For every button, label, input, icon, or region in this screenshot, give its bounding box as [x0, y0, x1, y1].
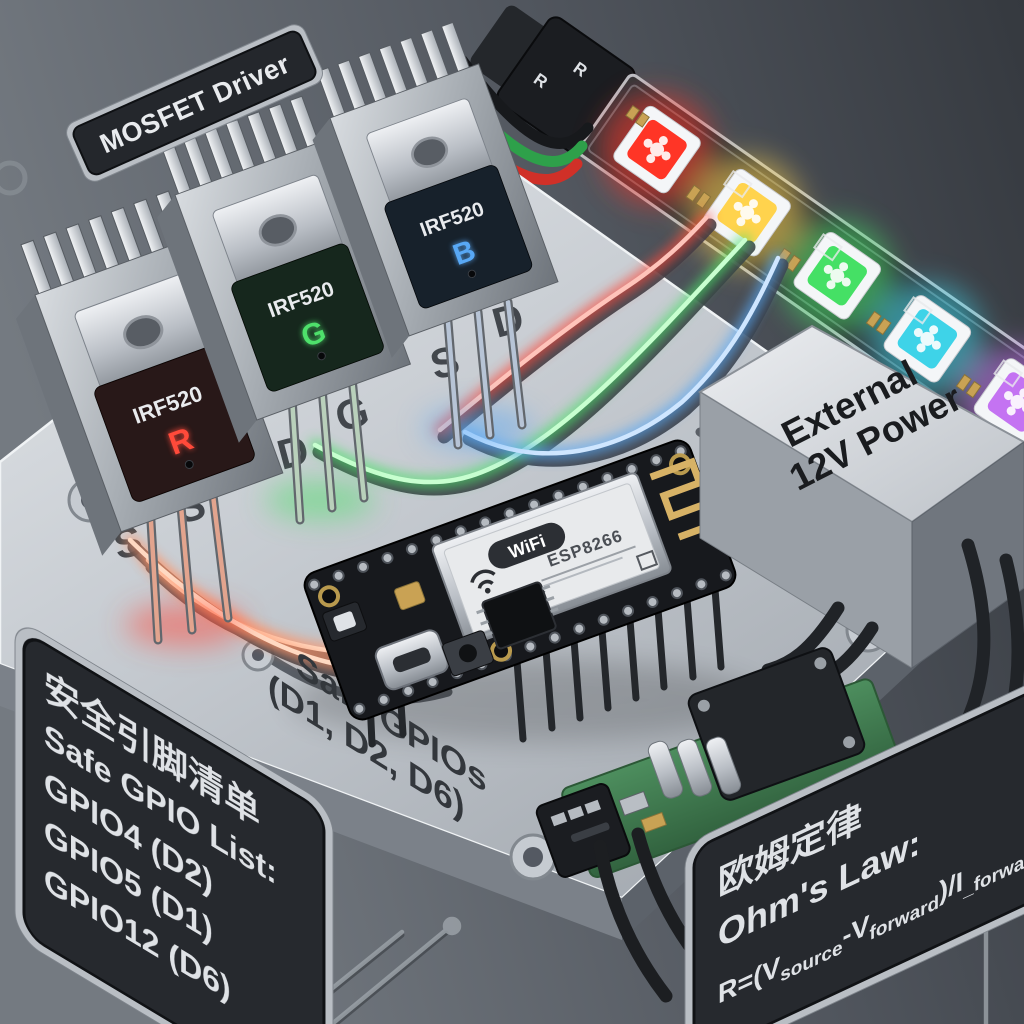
mosfet-assembly-b: IRF520 B B — [312, 21, 559, 358]
esp-board: WiFi ESP8266 FC — [303, 439, 737, 721]
mosfet-pins — [145, 297, 527, 645]
flash-button — [442, 630, 494, 677]
green-channel-wire — [309, 234, 751, 488]
strip-silkscreen-marks — [722, 169, 1024, 388]
wifi-waves-icon — [470, 569, 496, 589]
ohm-plaque: 欧姆定律 Ohm's Law: R=(Vsource-Vforward)/I_f… — [684, 623, 1024, 1024]
led-packages — [613, 105, 1024, 446]
mosfet-body — [231, 243, 384, 392]
body-dimple — [184, 459, 194, 469]
body-dimple — [317, 351, 326, 361]
strip-resistor-pads — [625, 105, 982, 399]
heatsink-fins — [316, 21, 473, 126]
mosfet-body — [384, 165, 533, 309]
esp-board-assembly: WiFi ESP8266 FC — [303, 439, 737, 748]
mounting-hole — [123, 315, 164, 350]
gpio-plaque: 安全引脚清单 Safe GPIO List: GPIO4 (D2) GPIO5 … — [14, 627, 334, 1024]
mounting-hole — [258, 214, 297, 247]
mounting-hole — [411, 136, 449, 168]
metal-clips — [647, 736, 742, 799]
smd-component — [394, 581, 426, 611]
wifi-pill — [488, 522, 566, 569]
cert-mark-icon — [635, 549, 659, 571]
body-dimple — [467, 269, 477, 279]
power-box: External 12V Power — [698, 324, 1024, 803]
power-distribution-pcb — [535, 647, 902, 1003]
reset-button — [322, 601, 367, 642]
mcu-chip — [476, 581, 559, 650]
strip-cable-shroud — [470, 5, 555, 94]
blue-channel-wire — [459, 252, 784, 459]
micro-usb-port — [374, 629, 449, 691]
background-screw-ring — [0, 160, 28, 196]
